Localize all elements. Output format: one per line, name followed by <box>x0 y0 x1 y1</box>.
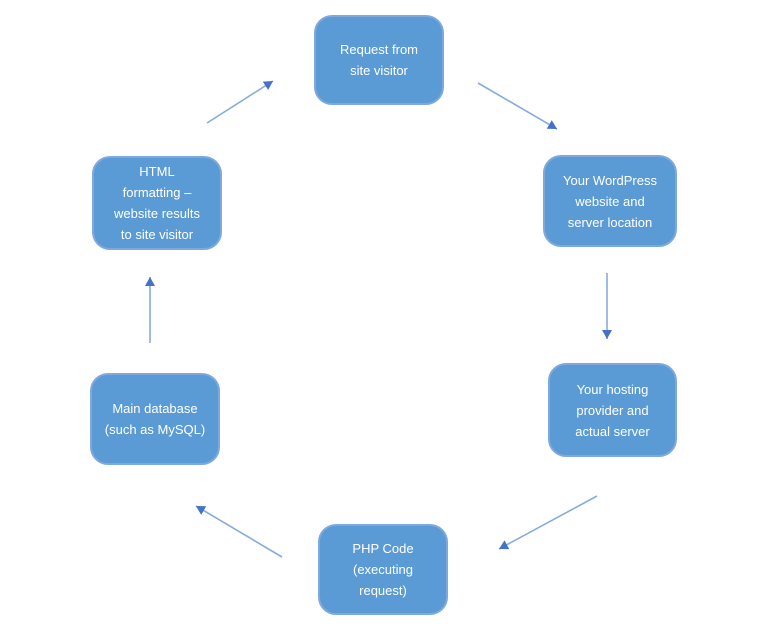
node-label: Main database (such as MySQL) <box>104 401 206 437</box>
node-label: Your WordPress website and server locati… <box>563 172 657 230</box>
node-label: Request from site visitor <box>339 42 419 78</box>
arrow-hosting-to-php <box>498 495 598 550</box>
node-label: Your hosting provider and actual server <box>575 381 650 439</box>
arrow-php-to-database <box>195 505 283 558</box>
node-main-database-mysql: Main database (such as MySQL) <box>90 373 220 465</box>
node-hosting-provider-actual-server: Your hosting provider and actual server <box>548 363 677 457</box>
arrow-html-to-request <box>206 80 274 124</box>
arrow-request-to-wordpress <box>477 82 558 130</box>
node-html-formatting-results-to-visitor: HTML formatting – website results to sit… <box>92 156 222 250</box>
node-php-code-executing-request: PHP Code (executing request) <box>318 524 448 615</box>
node-label: HTML formatting – website results to sit… <box>114 164 200 242</box>
node-request-from-site-visitor: Request from site visitor <box>314 15 444 105</box>
node-label: PHP Code (executing request) <box>352 541 414 598</box>
node-wordpress-website-server-location: Your WordPress website and server locati… <box>543 155 677 247</box>
